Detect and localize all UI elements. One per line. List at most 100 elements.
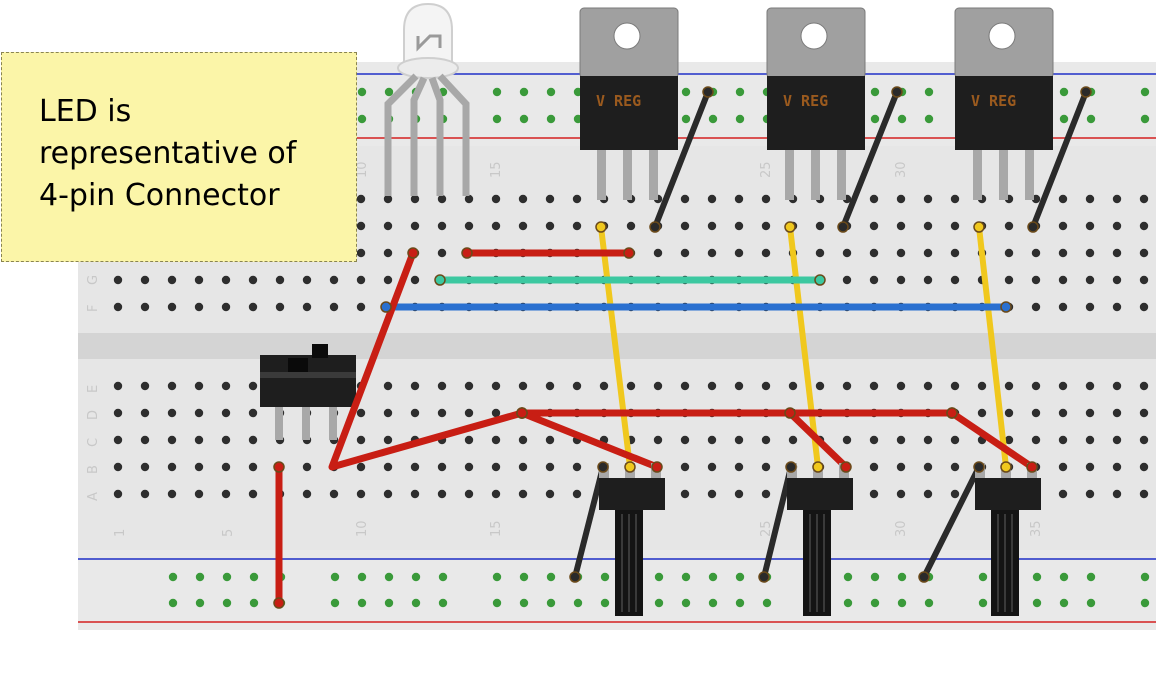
breadboard-hole: [437, 462, 447, 472]
wire-endpoint: [1000, 461, 1012, 473]
breadboard-hole: [1058, 435, 1068, 445]
breadboard-hole: [491, 194, 501, 204]
breadboard-hole: [707, 194, 717, 204]
breadboard-hole: [950, 248, 960, 258]
breadboard-hole: [167, 275, 177, 285]
breadboard-hole: [113, 275, 123, 285]
breadboard-hole: [734, 194, 744, 204]
wire-endpoint: [1000, 301, 1012, 313]
breadboard-hole: [735, 114, 745, 124]
column-numbers: 10 15 25 30 1 5 10 15 25 30 35: [113, 161, 1044, 537]
breadboard-hole: [546, 114, 556, 124]
row-label-e: E: [86, 385, 101, 393]
breadboard-hole: [896, 489, 906, 499]
wire-endpoint: [973, 221, 985, 233]
breadboard-hole: [546, 598, 556, 608]
breadboard-hole: [1139, 275, 1149, 285]
breadboard-hole: [1004, 248, 1014, 258]
breadboard-hole: [977, 381, 987, 391]
wire-endpoint: [273, 597, 285, 609]
breadboard-hole: [1139, 435, 1149, 445]
breadboard-hole: [329, 275, 339, 285]
breadboard-hole: [194, 302, 204, 312]
breadboard-hole: [923, 194, 933, 204]
red-wire-led-to-switch: [328, 249, 526, 471]
breadboard-hole: [1058, 221, 1068, 231]
breadboard-hole: [222, 572, 232, 582]
breadboard-hole: [896, 221, 906, 231]
breadboard-hole: [1139, 408, 1149, 418]
breadboard-hole: [248, 489, 258, 499]
breadboard-hole: [411, 598, 421, 608]
breadboard-hole: [896, 435, 906, 445]
breadboard-hole: [600, 598, 610, 608]
breadboard-hole: [330, 598, 340, 608]
breadboard-hole: [950, 381, 960, 391]
breadboard-hole: [842, 435, 852, 445]
breadboard-hole: [329, 489, 339, 499]
breadboard-hole: [680, 221, 690, 231]
breadboard-hole: [869, 248, 879, 258]
breadboard-hole: [1085, 275, 1095, 285]
breadboard-hole: [437, 221, 447, 231]
breadboard-hole: [572, 489, 582, 499]
breadboard-hole: [734, 221, 744, 231]
breadboard-hole: [221, 302, 231, 312]
breadboard-hole: [410, 221, 420, 231]
breadboard-hole: [383, 275, 393, 285]
breadboard-hole: [1004, 435, 1014, 445]
breadboard-hole: [1140, 572, 1150, 582]
breadboard-hole: [113, 462, 123, 472]
breadboard-hole: [869, 275, 879, 285]
ground-wire-pot-3: [921, 464, 982, 580]
breadboard-hole: [545, 489, 555, 499]
breadboard-hole: [167, 302, 177, 312]
breadboard-hole: [113, 408, 123, 418]
breadboard-hole: [518, 381, 528, 391]
breadboard-hole: [519, 87, 529, 97]
breadboard-hole: [518, 489, 528, 499]
breadboard-hole: [491, 381, 501, 391]
breadboard-hole: [707, 489, 717, 499]
breadboard-hole: [788, 435, 798, 445]
breadboard-hole: [1112, 489, 1122, 499]
breadboard-hole: [896, 462, 906, 472]
breadboard-hole: [1085, 381, 1095, 391]
breadboard-hole: [923, 489, 933, 499]
breadboard-hole: [1139, 194, 1149, 204]
col-number-15-top: 15: [489, 161, 504, 178]
breadboard-hole: [194, 275, 204, 285]
breadboard-hole: [1032, 598, 1042, 608]
breadboard-hole: [248, 381, 258, 391]
regulator-label-1: V REG: [596, 92, 641, 110]
col-number-10-top: 10: [355, 161, 370, 178]
breadboard-hole: [248, 275, 258, 285]
note-line-2: representative of: [39, 136, 297, 171]
red-wire-pot-1: [518, 409, 661, 471]
breadboard-hole: [113, 489, 123, 499]
breadboard-hole: [1031, 275, 1041, 285]
ground-wire-3: [1030, 89, 1089, 230]
breadboard-hole: [707, 435, 717, 445]
breadboard-hole: [1058, 408, 1068, 418]
ground-wire-2: [840, 89, 900, 230]
breadboard-hole: [491, 435, 501, 445]
breadboard-hole: [1004, 381, 1014, 391]
breadboard-hole: [491, 462, 501, 472]
breadboard-hole: [896, 248, 906, 258]
voltage-regulator-1: V REG: [579, 7, 679, 200]
breadboard-hole: [410, 194, 420, 204]
breadboard-hole: [654, 572, 664, 582]
wire-endpoint: [837, 221, 849, 233]
breadboard-hole: [383, 435, 393, 445]
breadboard-hole: [1139, 462, 1149, 472]
breadboard-hole: [870, 598, 880, 608]
breadboard-hole: [410, 275, 420, 285]
breadboard-hole: [1004, 221, 1014, 231]
wire-endpoint: [814, 274, 826, 286]
breadboard-hole: [950, 435, 960, 445]
breadboard-hole: [681, 598, 691, 608]
breadboard-hole: [1031, 408, 1041, 418]
breadboard-hole: [140, 435, 150, 445]
